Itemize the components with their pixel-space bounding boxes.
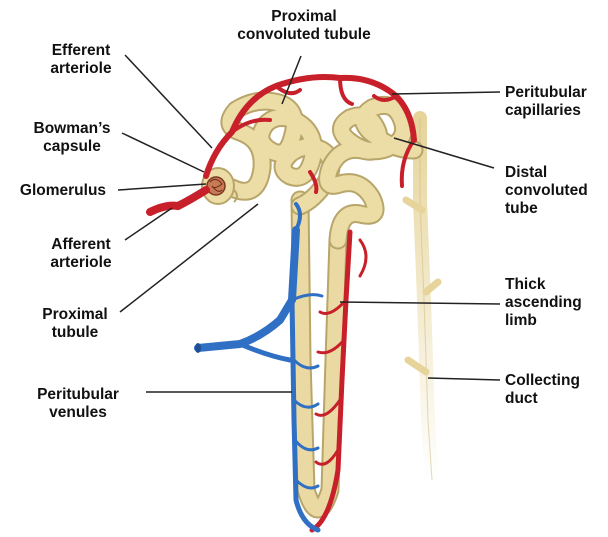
afferent-arteriole — [150, 190, 206, 212]
label-thick-ascending-limb: Thick ascending limb — [505, 276, 605, 330]
leader-capillaries — [392, 92, 500, 94]
glomerulus — [207, 177, 225, 195]
leader-efferent — [125, 55, 212, 148]
label-glomerulus: Glomerulus — [8, 182, 118, 200]
leader-thick-ascending — [340, 302, 500, 304]
label-distal-convoluted-tube: Distal convoluted tube — [505, 164, 605, 218]
label-proximal-convoluted-tubule: Proximal convoluted tubule — [232, 8, 376, 44]
leader-glomerulus — [118, 184, 206, 190]
leader-bowmans — [122, 133, 204, 172]
venule-opening — [195, 343, 201, 353]
label-efferent-arteriole: Efferent arteriole — [36, 42, 126, 78]
label-peritubular-venules: Peritubular venules — [8, 386, 148, 422]
leader-proximal-tubule — [120, 204, 258, 312]
leader-collecting — [428, 378, 500, 380]
label-bowmans-capsule: Bowman’s capsule — [20, 120, 124, 156]
label-peritubular-capillaries: Peritubular capillaries — [505, 84, 605, 120]
label-proximal-tubule: Proximal tubule — [30, 306, 120, 342]
label-afferent-arteriole: Afferent arteriole — [36, 236, 126, 272]
collecting-duct — [406, 118, 438, 480]
label-collecting-duct: Collecting duct — [505, 372, 605, 408]
